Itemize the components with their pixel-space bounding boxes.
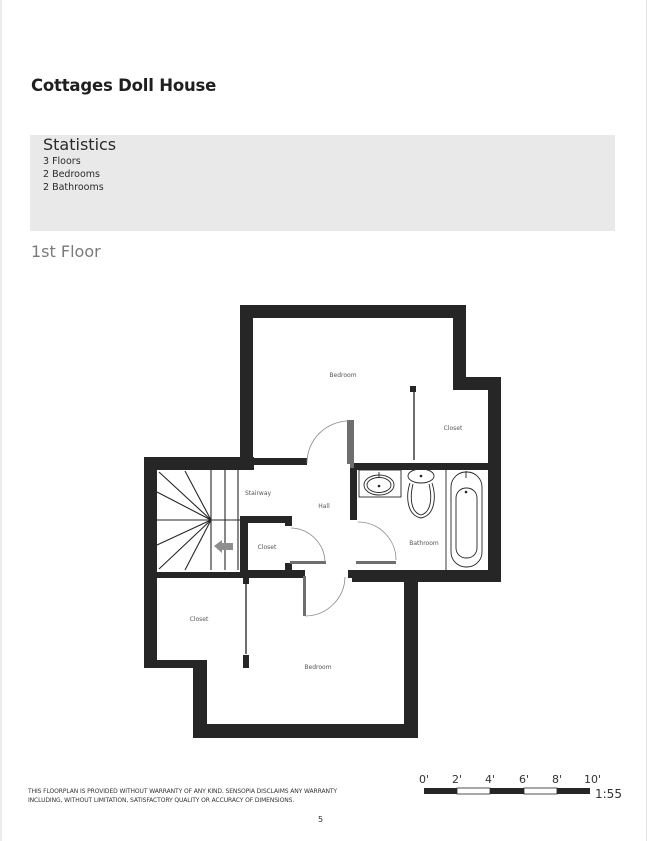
scale-ratio: 1:55: [595, 787, 622, 801]
room-label-bedroom-lower: Bedroom: [304, 664, 331, 671]
room-label-bathroom: Bathroom: [409, 540, 439, 547]
page-number: 5: [318, 815, 324, 824]
disclaimer-line-1: This floorplan is provided without warra…: [28, 788, 337, 795]
disclaimer-line-2: including, without limitation, satisfact…: [28, 797, 295, 804]
stat-floors: 3 Floors: [43, 156, 81, 167]
scale-label-6: 6': [519, 773, 530, 786]
stat-bedrooms: 2 Bedrooms: [43, 169, 100, 180]
walls: [144, 305, 501, 738]
statistics-list: 3 Floors 2 Bedrooms 2 Bathrooms: [43, 155, 104, 194]
scale-label-2: 2': [452, 773, 463, 786]
door-swings: [290, 420, 397, 617]
room-label-bedroom-upper: Bedroom: [329, 372, 356, 379]
page-edge-left: [0, 0, 2, 841]
vanity-counter: [358, 469, 402, 498]
room-labels: Bedroom Closet Stairway Hall Closet Bath…: [190, 372, 463, 671]
stair-direction-arrow-icon: [214, 540, 233, 553]
floor-title: 1st Floor: [31, 242, 101, 261]
statistics-heading: Statistics: [43, 135, 117, 154]
document-title: Cottages Doll House: [31, 76, 217, 95]
statistics-panel: Statistics 3 Floors 2 Bedrooms 2 Bathroo…: [30, 135, 615, 231]
staircase: [156, 470, 240, 571]
door-leaves: [245, 392, 415, 654]
room-label-hall: Hall: [318, 503, 330, 510]
scale-label-8: 8': [552, 773, 563, 786]
bathtub-icon: [450, 471, 483, 568]
toilet-tank-icon: [407, 468, 435, 484]
room-label-stairway: Stairway: [245, 490, 272, 497]
room-label-closet-lower: Closet: [190, 616, 209, 623]
bathroom-fixtures: [358, 468, 483, 570]
scale-label-4: 4': [485, 773, 496, 786]
disclaimer: This floorplan is provided without warra…: [28, 787, 337, 805]
room-label-closet-upper: Closet: [444, 425, 463, 432]
page-edge-right: [646, 0, 647, 841]
scale-label-10: 10': [584, 773, 602, 786]
room-label-closet-hall: Closet: [258, 544, 277, 551]
scale-label-0: 0': [419, 773, 430, 786]
toilet-bowl-icon: [407, 482, 435, 519]
scale-bar: [424, 787, 590, 795]
fixture-drains: [377, 474, 468, 494]
stat-bathrooms: 2 Bathrooms: [43, 182, 104, 193]
floor-area: [157, 318, 488, 724]
